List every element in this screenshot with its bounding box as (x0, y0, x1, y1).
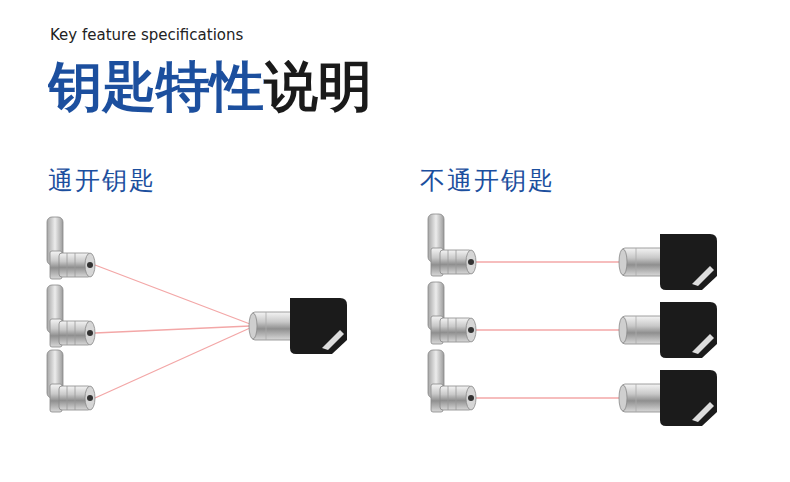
locks (47, 214, 476, 412)
subtitle: Key feature specifications (50, 28, 243, 43)
keys (249, 234, 717, 426)
section-heading: 通开钥匙 (48, 168, 156, 193)
section-heading: 不通开钥匙 (420, 168, 555, 193)
page-title: 钥匙特性说明 (48, 60, 372, 114)
leader-lines (95, 262, 620, 398)
